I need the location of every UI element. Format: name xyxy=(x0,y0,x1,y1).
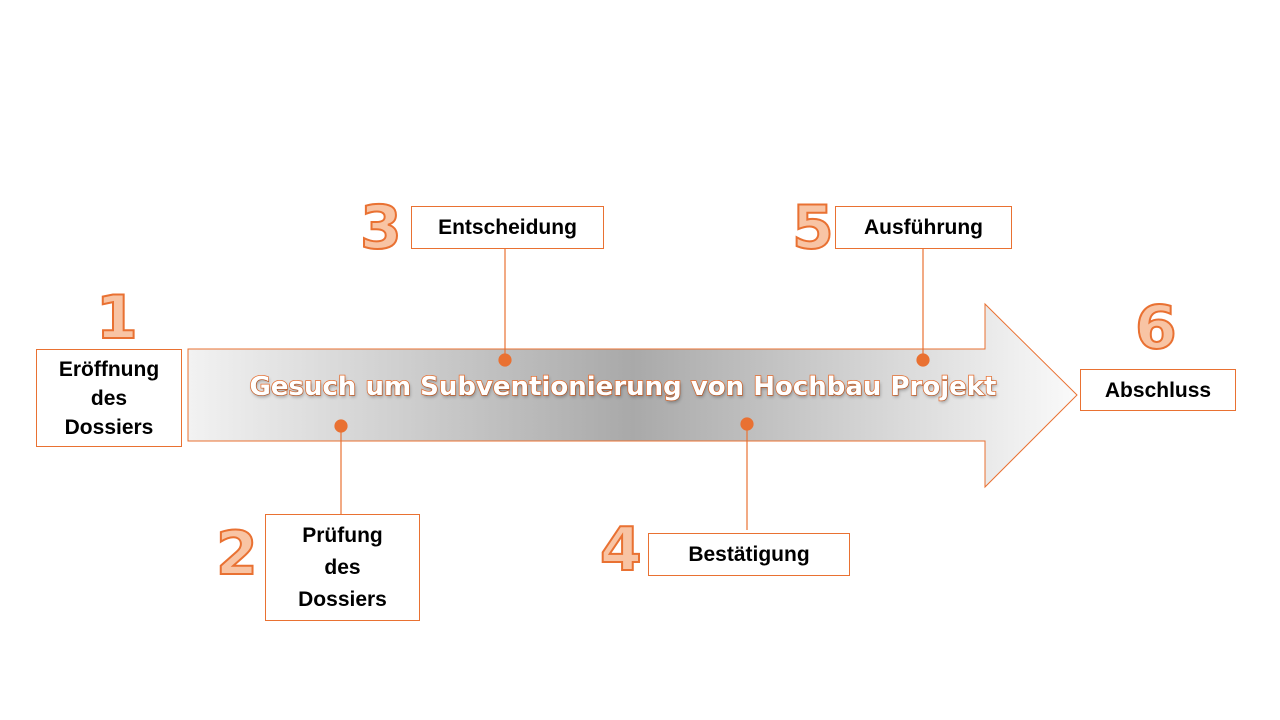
step-number-4: 4 xyxy=(599,515,643,585)
step-box-2: Prüfung des Dossiers xyxy=(265,514,420,621)
connector-dot-3 xyxy=(498,353,512,367)
step-box-3: Entscheidung xyxy=(411,206,604,249)
step-number-5: 5 xyxy=(791,193,835,263)
step-number-2: 2 xyxy=(215,519,259,589)
step-number-3: 3 xyxy=(359,193,403,263)
connector-dot-5 xyxy=(916,353,930,367)
step-box-6: Abschluss xyxy=(1080,369,1236,411)
connector-dot-2 xyxy=(334,419,348,433)
step-number-6: 6 xyxy=(1134,293,1178,363)
step-box-5: Ausführung xyxy=(835,206,1012,249)
process-arrow xyxy=(187,302,1078,489)
connector-dot-4 xyxy=(740,417,754,431)
step-number-1: 1 xyxy=(95,283,139,353)
process-title: Gesuch um Subventionierung von Hochbau P… xyxy=(249,371,997,403)
step-box-1: Eröffnung des Dossiers xyxy=(36,349,182,447)
step-box-4: Bestätigung xyxy=(648,533,850,576)
